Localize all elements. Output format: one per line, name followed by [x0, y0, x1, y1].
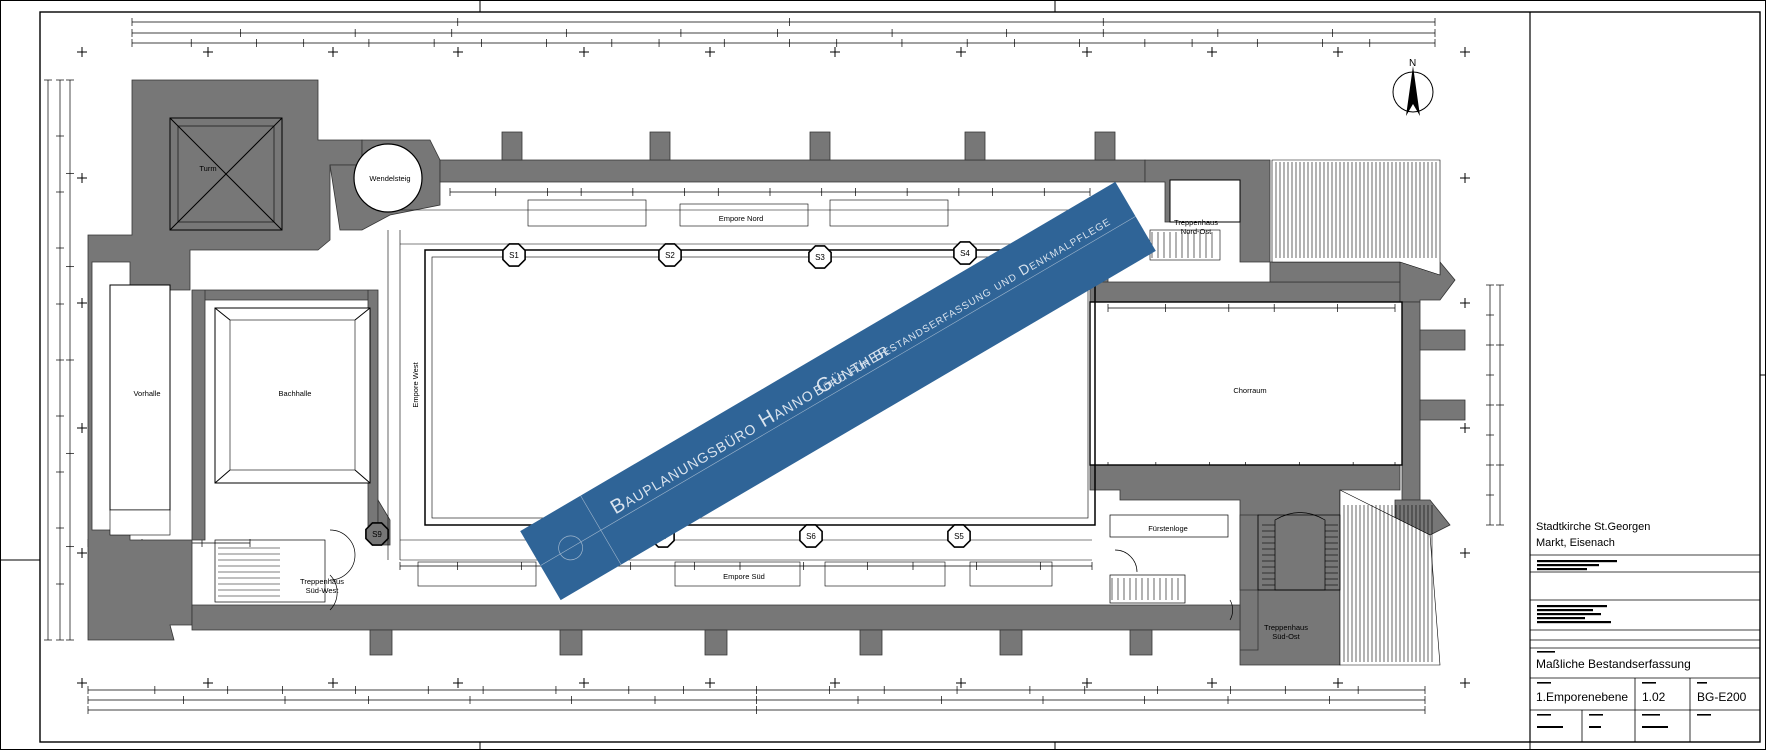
- drawing-frame: [39, 11, 1761, 743]
- stair-treads: [218, 232, 1338, 600]
- sw-stair: [214, 539, 326, 603]
- apse-buttresses: [1419, 329, 1466, 421]
- plan-code: BG-E200: [1697, 690, 1747, 704]
- wendelstein-circle: [353, 143, 423, 213]
- room-label-chorraum: Chorraum: [1233, 386, 1266, 395]
- support-label: S5: [954, 532, 964, 541]
- south-wall: [191, 604, 1241, 631]
- room-label-empore-nord: Empore Nord: [719, 214, 764, 223]
- project-location: Markt, Eisenach: [1536, 537, 1615, 549]
- drawing-level: 1.Emporenebene: [1536, 690, 1628, 704]
- room-label-bachhalle: Bachhalle: [279, 389, 312, 398]
- room-label-empore-west: Empore West: [411, 361, 420, 407]
- support-s9: S9: [365, 522, 389, 546]
- apse-east-wall: [1401, 301, 1421, 501]
- north-buttresses: [501, 131, 1116, 161]
- walls: [87, 79, 1466, 666]
- room-label-empore-sued: Empore Süd: [723, 572, 765, 581]
- chancel-north-wall-2: [1269, 261, 1401, 283]
- support-s2: S2: [658, 243, 682, 267]
- registration-crosses: [77, 47, 1470, 688]
- support-s5: S5: [947, 524, 971, 548]
- fuerstenloge-room: [1109, 514, 1229, 538]
- room-label-fuerstenloge: Fürstenloge: [1148, 524, 1188, 533]
- dimension-chains: [44, 18, 1504, 714]
- vorhalle-room: [109, 284, 171, 511]
- apse-se: [1394, 499, 1451, 536]
- room-label-vorhalle: Vorhalle: [133, 389, 160, 398]
- project-name: Stadtkirche St.Georgen: [1536, 521, 1650, 533]
- room-label-treppenhaus-sued-west-1: Treppenhaus: [300, 577, 344, 586]
- room-label-wendelsteig: Wendelsteig: [369, 174, 410, 183]
- support-label: S6: [806, 532, 816, 541]
- support-label: S2: [665, 251, 675, 260]
- nave-gallery-outline: [424, 249, 1096, 526]
- tower-square: [169, 117, 283, 231]
- north-wall: [439, 159, 1146, 183]
- interior-outlines: [109, 117, 1403, 621]
- room-label-treppenhaus-sued-west-2: Süd-West: [306, 586, 340, 595]
- title-block: Stadtkirche St.Georgen Markt, Eisenach M…: [1530, 521, 1760, 742]
- room-labels: Turm Wendelsteig Vorhalle Bachhalle Empo…: [133, 164, 1308, 641]
- room-label-turm: Turm: [199, 164, 216, 173]
- room-label-treppenhaus-sued-ost-2: Süd-Ost: [1272, 632, 1300, 641]
- bachhalle-room: [214, 307, 371, 484]
- support-s4: S4: [953, 241, 977, 265]
- room-label-treppenhaus-nord-ost-2: Nord-Ost: [1181, 227, 1212, 236]
- support-label: S4: [960, 249, 970, 258]
- drawing-title: Maßliche Bestandserfassung: [1536, 657, 1691, 671]
- support-label: S3: [815, 253, 825, 262]
- north-label: N: [1409, 58, 1416, 69]
- support-s1: S1: [502, 243, 526, 267]
- support-label: S9: [372, 530, 382, 539]
- support-s6: S6: [799, 524, 823, 548]
- support-s3: S3: [808, 245, 832, 269]
- room-label-treppenhaus-nord-ost-1: Treppenhaus: [1174, 218, 1218, 227]
- ne-stair: [1169, 179, 1241, 223]
- room-label-treppenhaus-sued-ost-1: Treppenhaus: [1264, 623, 1308, 632]
- support-label: S1: [509, 251, 519, 260]
- sheet-number: 1.02: [1642, 690, 1666, 704]
- north-arrow: N: [1392, 58, 1434, 116]
- south-buttresses: [369, 629, 1153, 656]
- chancel-room: [1089, 301, 1403, 466]
